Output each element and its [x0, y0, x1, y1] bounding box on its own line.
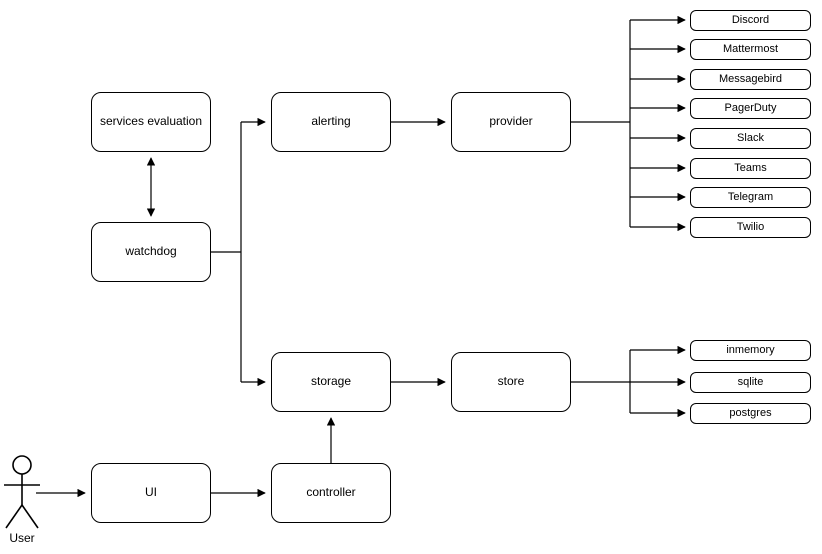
node-alerting[interactable]: alerting [271, 92, 391, 152]
node-provider-twilio[interactable]: Twilio [690, 217, 811, 238]
node-store-inmemory[interactable]: inmemory [690, 340, 811, 361]
node-services-evaluation[interactable]: services evaluation [91, 92, 211, 152]
node-provider-discord[interactable]: Discord [690, 10, 811, 31]
node-watchdog[interactable]: watchdog [91, 222, 211, 282]
node-provider-teams[interactable]: Teams [690, 158, 811, 179]
node-store-sqlite[interactable]: sqlite [690, 372, 811, 393]
node-provider-messagebird[interactable]: Messagebird [690, 69, 811, 90]
user-actor: User [0, 455, 50, 551]
node-storage[interactable]: storage [271, 352, 391, 412]
node-ui[interactable]: UI [91, 463, 211, 523]
node-provider-pagerduty[interactable]: PagerDuty [690, 98, 811, 119]
node-controller[interactable]: controller [271, 463, 391, 523]
node-store[interactable]: store [451, 352, 571, 412]
node-provider-telegram[interactable]: Telegram [690, 187, 811, 208]
node-store-postgres[interactable]: postgres [690, 403, 811, 424]
user-actor-label: User [9, 531, 35, 545]
node-provider-slack[interactable]: Slack [690, 128, 811, 149]
node-provider-mattermost[interactable]: Mattermost [690, 39, 811, 60]
node-provider[interactable]: provider [451, 92, 571, 152]
